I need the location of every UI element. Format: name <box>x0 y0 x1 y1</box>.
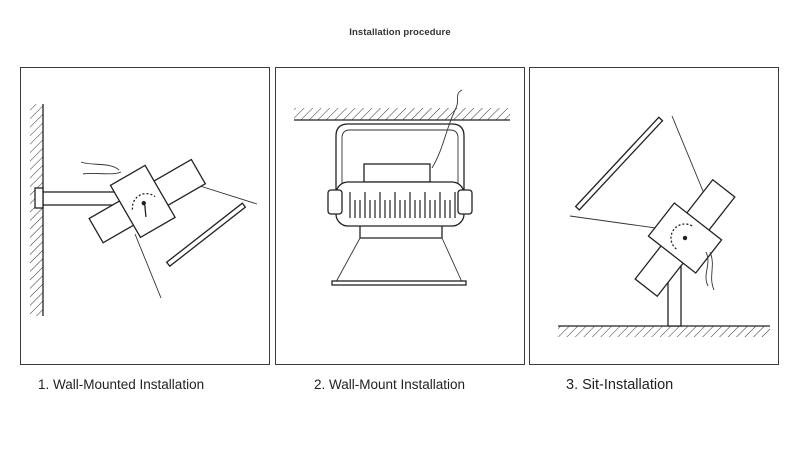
ground <box>558 325 770 337</box>
light-panel <box>165 202 247 268</box>
caption-ceiling-mount: 2. Wall-Mount Installation <box>314 377 466 392</box>
diagram-title: Installation procedure <box>349 27 451 38</box>
power-cable <box>80 161 122 175</box>
wall-mounted-illustration <box>30 104 258 316</box>
panel-ceiling-mounted <box>275 67 525 365</box>
flood-light-fixture <box>88 158 207 244</box>
driver-box <box>363 163 431 183</box>
power-cable <box>705 251 715 291</box>
flood-light-fixture <box>634 178 736 298</box>
power-cable <box>431 89 463 169</box>
ceiling-mount-illustration <box>294 89 510 286</box>
ceiling <box>294 108 510 121</box>
flood-light-fixture <box>327 181 473 227</box>
panel-wall-mounted <box>20 67 270 365</box>
sit-installation-illustration <box>558 115 770 337</box>
lens-frame <box>331 226 467 286</box>
u-bracket <box>335 123 465 198</box>
light-panel <box>574 116 664 211</box>
caption-sit-installation: 3. Sit-Installation <box>566 377 674 393</box>
panel-sit-installation <box>529 67 779 365</box>
wall <box>30 104 44 316</box>
caption-wall-mounted: 1. Wall-Mounted Installation <box>38 377 205 392</box>
